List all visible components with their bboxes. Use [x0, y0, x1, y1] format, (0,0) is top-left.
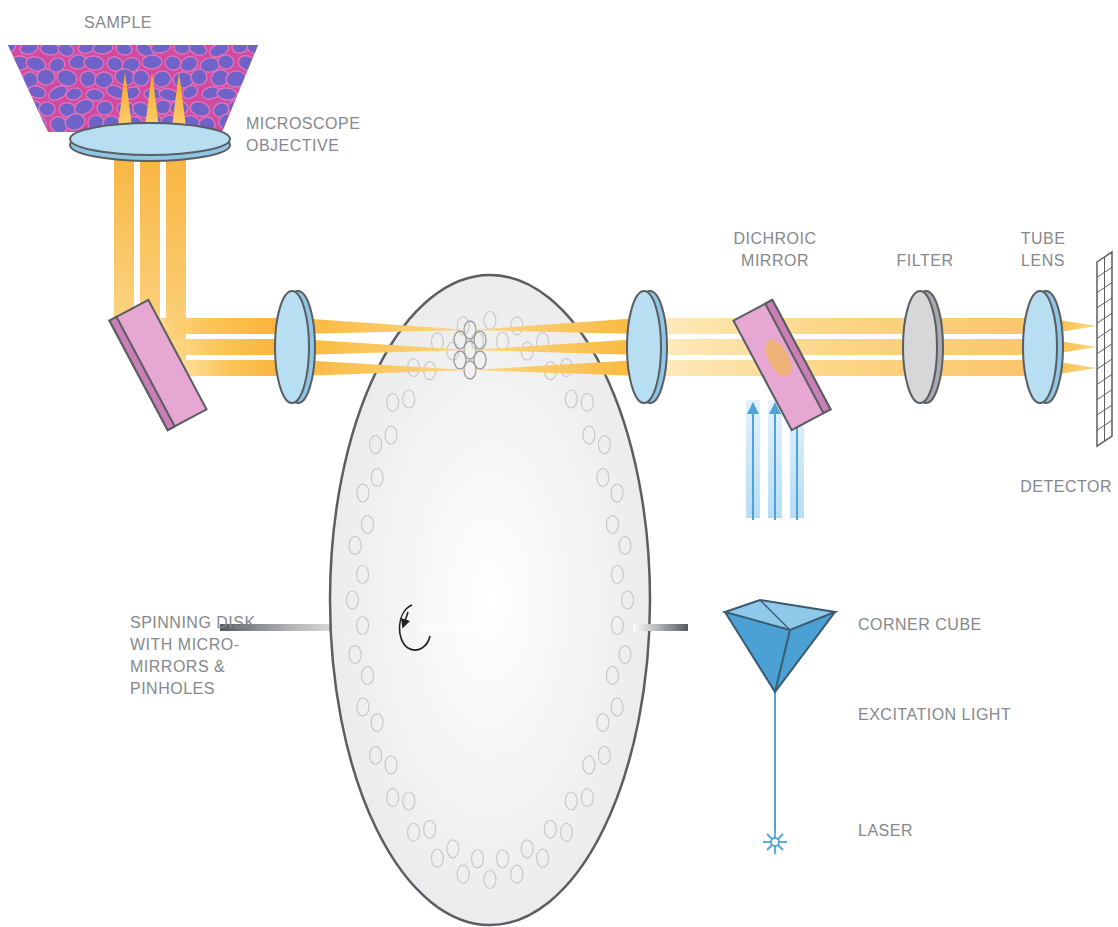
fold-mirror: [109, 300, 206, 430]
part-label: TUBE LENS: [1018, 228, 1068, 272]
corner-cube: [725, 600, 835, 692]
dichroic-mirror: [733, 300, 830, 430]
part-label: SPINNING DISK WITH MICRO- MIRRORS & PINH…: [130, 612, 265, 700]
part-label: SAMPLE: [84, 12, 152, 34]
part-label: CORNER CUBE: [858, 614, 982, 636]
spinning-disk: [220, 275, 688, 925]
part-label: MICROSCOPE OBJECTIVE: [246, 113, 356, 157]
emission-filter: [903, 291, 943, 403]
part-label: DETECTOR: [1020, 476, 1112, 498]
tube-lens: [1023, 291, 1097, 403]
part-label: FILTER: [897, 250, 954, 272]
camera-detector: [1097, 252, 1112, 446]
microscope-objective: [70, 123, 230, 161]
laser-source: [763, 830, 787, 854]
relay-lens-1: [275, 291, 470, 403]
part-label: DICHROIC MIRROR: [730, 228, 820, 272]
part-label: LASER: [858, 820, 913, 842]
part-label: EXCITATION LIGHT: [858, 704, 1011, 726]
sample-tissue: [0, 38, 280, 137]
